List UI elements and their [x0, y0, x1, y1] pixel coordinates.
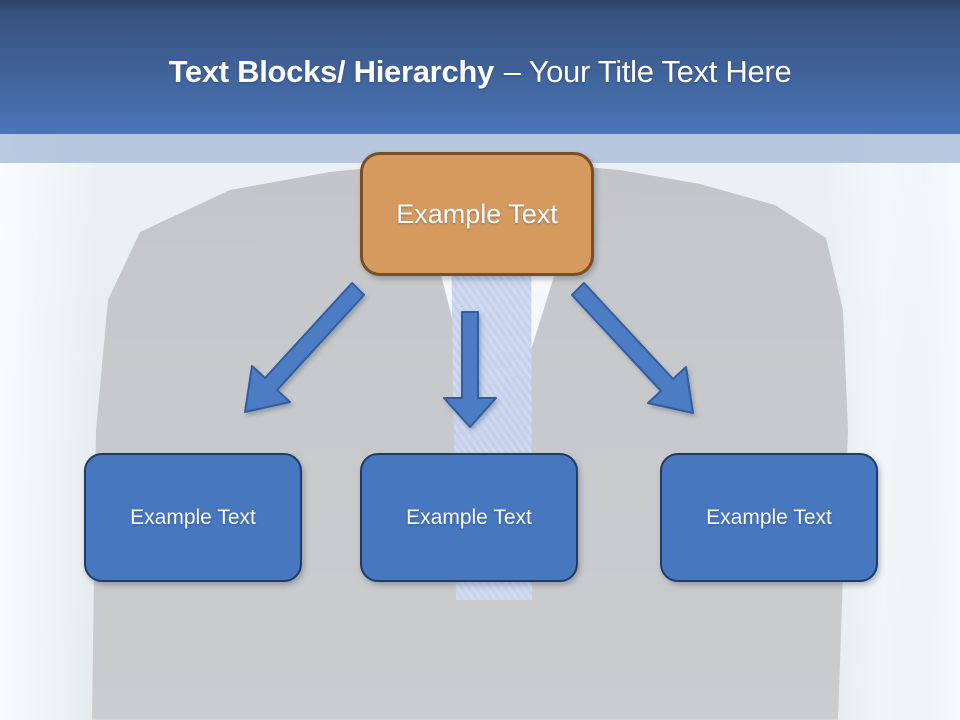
root-node-label: Example Text [396, 198, 558, 229]
child-node-1: Example Text [84, 453, 302, 582]
slide-title: Text Blocks/ Hierarchy– Your Title Text … [0, 54, 960, 90]
child-node-3: Example Text [660, 453, 878, 582]
slide-title-bold: Text Blocks/ Hierarchy [168, 54, 495, 89]
child-node-3-label: Example Text [706, 505, 832, 529]
child-node-2-label: Example Text [406, 505, 532, 529]
slide-title-regular: – Your Title Text Here [503, 54, 792, 89]
child-node-1-label: Example Text [130, 505, 256, 529]
root-node: Example Text [360, 152, 594, 276]
child-node-2: Example Text [360, 453, 578, 582]
title-bar [0, 0, 960, 134]
